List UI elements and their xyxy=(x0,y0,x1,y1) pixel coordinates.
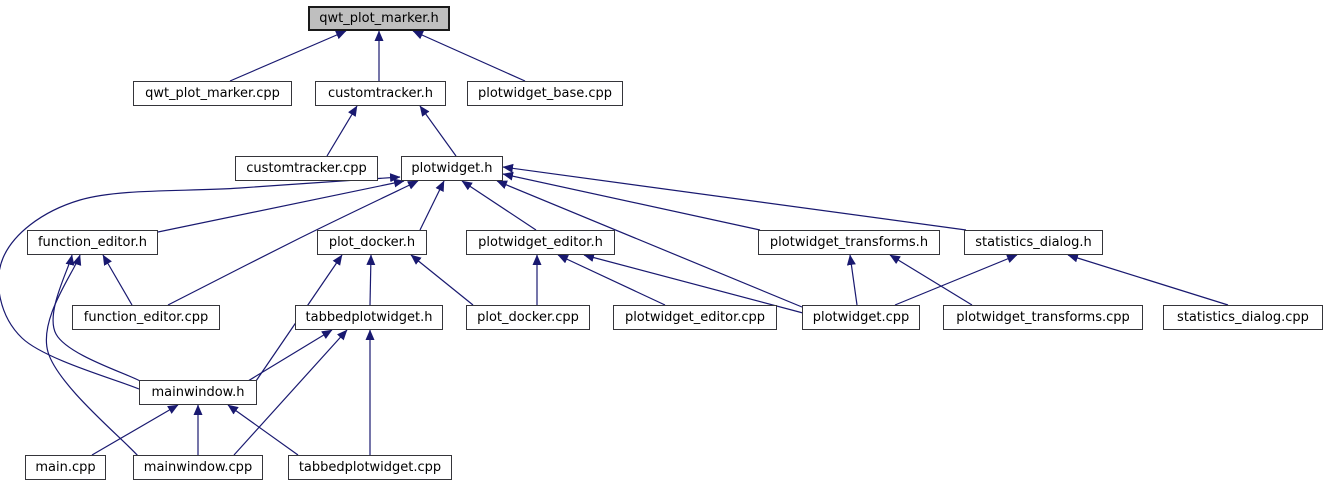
edge-plotwidget_transforms_h-to-plotwidget_h xyxy=(502,171,761,231)
graph-node-plot_docker_h[interactable]: plot_docker.h xyxy=(317,230,427,255)
graph-node-mainwindow_cpp[interactable]: mainwindow.cpp xyxy=(133,455,263,480)
graph-node-customtracker_cpp[interactable]: customtracker.cpp xyxy=(235,156,378,181)
graph-node-qwt_plot_marker_cpp[interactable]: qwt_plot_marker.cpp xyxy=(133,81,292,106)
graph-node-customtracker_h[interactable]: customtracker.h xyxy=(315,81,446,106)
graph-node-plotwidget_h[interactable]: plotwidget.h xyxy=(401,156,503,181)
edge-mainwindow_h-to-tabbedplotwidget_h xyxy=(247,329,333,382)
edge-statistics_dialog_cpp-to-statistics_dialog_h xyxy=(1067,253,1229,306)
graph-node-function_editor_h[interactable]: function_editor.h xyxy=(27,230,158,255)
edge-tabbedplotwidget_h-to-plot_docker_h xyxy=(366,254,376,306)
graph-node-tabbedplotwidget_h[interactable]: tabbedplotwidget.h xyxy=(295,305,443,330)
edge-function_editor_cpp-to-function_editor_h xyxy=(102,254,133,306)
edge-mainwindow_h-to-function_editor_h xyxy=(52,254,141,382)
edge-function_editor_h-to-plotwidget_h xyxy=(157,178,405,233)
edge-plot_docker_h-to-plotwidget_h xyxy=(419,180,445,231)
graph-node-tabbedplotwidget_cpp[interactable]: tabbedplotwidget.cpp xyxy=(288,455,452,480)
graph-node-mainwindow_h[interactable]: mainwindow.h xyxy=(139,380,257,405)
edge-tabbedplotwidget_cpp-to-mainwindow_h xyxy=(227,404,299,456)
graph-node-function_editor_cpp[interactable]: function_editor.cpp xyxy=(72,305,220,330)
graph-node-main_cpp[interactable]: main.cpp xyxy=(25,455,106,480)
graph-node-statistics_dialog_cpp[interactable]: statistics_dialog.cpp xyxy=(1163,305,1323,330)
edge-qwt_plot_marker_cpp-to-qwt_plot_marker_h xyxy=(229,30,347,82)
edge-plotwidget_cpp-to-plotwidget_editor_h xyxy=(583,253,804,314)
edge-plotwidget_editor_cpp-to-plotwidget_editor_h xyxy=(557,254,666,306)
edge-plotwidget_editor_h-to-plotwidget_h xyxy=(461,180,537,231)
graph-node-statistics_dialog_h[interactable]: statistics_dialog.h xyxy=(964,230,1103,255)
graph-node-plotwidget_editor_cpp[interactable]: plotwidget_editor.cpp xyxy=(613,305,777,330)
edge-plotwidget_base_cpp-to-qwt_plot_marker_h xyxy=(412,30,526,82)
edge-plot_docker_cpp-to-plot_docker_h xyxy=(410,254,474,306)
graph-node-plotwidget_base_cpp[interactable]: plotwidget_base.cpp xyxy=(467,81,623,106)
graph-node-plotwidget_editor_h[interactable]: plotwidget_editor.h xyxy=(466,230,615,255)
edge-mainwindow_cpp-to-tabbedplotwidget_h xyxy=(233,329,348,456)
edge-plotwidget_cpp-to-statistics_dialog_h xyxy=(894,254,1018,306)
graph-node-plotwidget_cpp[interactable]: plotwidget.cpp xyxy=(802,305,920,330)
edge-plotwidget_h-to-customtracker_h xyxy=(419,105,457,157)
edge-function_editor_cpp-to-plotwidget_h xyxy=(167,180,419,306)
edge-mainwindow_h-to-plotwidget_h xyxy=(0,173,401,390)
edge-statistics_dialog_h-to-plotwidget_h xyxy=(502,163,967,231)
graph-node-plotwidget_transforms_h[interactable]: plotwidget_transforms.h xyxy=(758,230,940,255)
edge-customtracker_cpp-to-customtracker_h xyxy=(326,105,358,157)
graph-node-plot_docker_cpp[interactable]: plot_docker.cpp xyxy=(466,305,590,330)
graph-node-plotwidget_transforms_cpp[interactable]: plotwidget_transforms.cpp xyxy=(943,305,1143,330)
edge-plotwidget_cpp-to-plotwidget_transforms_h xyxy=(846,254,858,306)
edge-mainwindow_cpp-to-function_editor_h xyxy=(45,254,139,457)
edge-plotwidget_cpp-to-plotwidget_h xyxy=(496,180,803,308)
edge-plotwidget_transforms_cpp-to-plotwidget_transforms_h xyxy=(889,254,973,306)
edge-main_cpp-to-mainwindow_h xyxy=(91,404,179,456)
graph-node-qwt_plot_marker_h: qwt_plot_marker.h xyxy=(308,6,450,31)
